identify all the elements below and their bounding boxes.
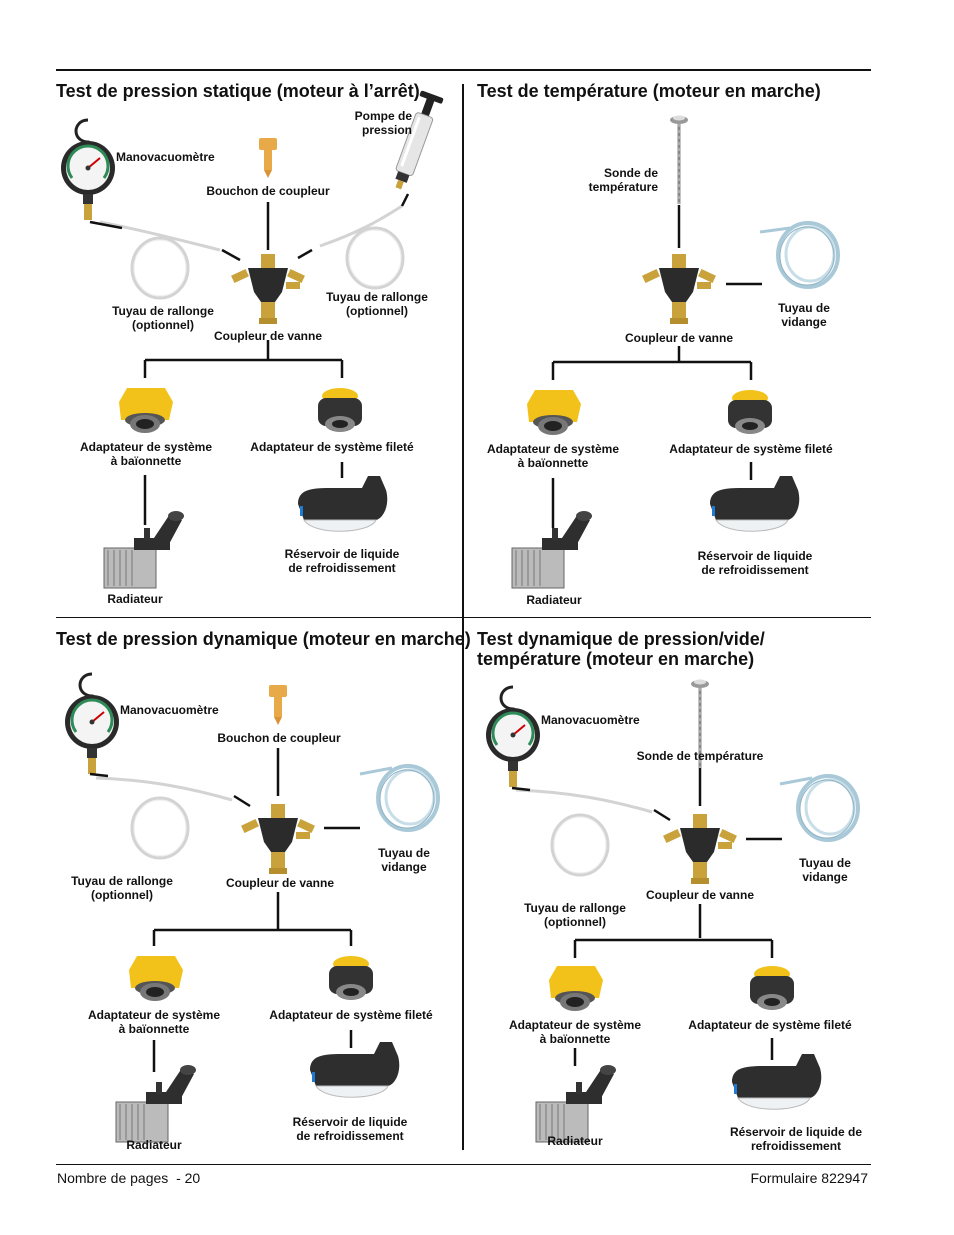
p2-reservoir-label: Réservoir de liquide de refroidissement (685, 549, 825, 577)
middle-rule (56, 617, 871, 618)
p3-bayonet-line2: à baïonnette (118, 1022, 190, 1036)
panel-4-title-line2: température (moteur en marche) (477, 649, 755, 669)
p4-coupler-label: Coupleur de vanne (645, 888, 755, 902)
p1-reservoir-line1: Réservoir de liquide (284, 547, 400, 561)
panel-1-title: Test de pression statique (moteur à l’ar… (56, 81, 420, 101)
p1-gauge-label: Manovacuomètre (116, 150, 215, 164)
p1-coupler-label: Coupleur de vanne (213, 329, 323, 343)
p4-drain-line1: Tuyau de (799, 856, 851, 870)
p3-reservoir-label: Réservoir de liquide de refroidissement (280, 1115, 420, 1143)
p3-drain-line2: vidange (381, 860, 427, 874)
p1-hose-left-label: Tuyau de rallonge (optionnel) (103, 304, 223, 332)
p1-bayonet-label: Adaptateur de système à baïonnette (71, 440, 221, 468)
p1-pump-label-line1: Pompe de (354, 109, 412, 123)
p3-hose-label: Tuyau de rallonge (optionnel) (62, 874, 182, 902)
p1-hose-right-line2: (optionnel) (346, 304, 408, 318)
p2-bayonet-line2: à baïonnette (517, 456, 589, 470)
p4-radiator-label: Radiateur (547, 1134, 603, 1148)
footer-form-number: Formulaire 822947 (750, 1170, 868, 1186)
p4-drain-line2: vidange (802, 870, 848, 884)
p3-plug-label: Bouchon de coupleur (217, 731, 341, 745)
panel-4-title-line1: Test dynamique de pression/vide/ (477, 629, 765, 649)
p1-hose-right-label: Tuyau de rallonge (optionnel) (317, 290, 437, 318)
p1-pump-label-line2: pression (361, 123, 412, 137)
p4-hose-label: Tuyau de rallonge (optionnel) (515, 901, 635, 929)
p4-reservoir-label: Réservoir de liquide de refroidissement (721, 1125, 871, 1153)
p1-hose-left-line2: (optionnel) (132, 318, 194, 332)
p3-bayonet-label: Adaptateur de système à baïonnette (79, 1008, 229, 1036)
p4-hose-line1: Tuyau de rallonge (524, 901, 626, 915)
p4-reservoir-line2: refroidissement (750, 1139, 842, 1153)
p3-drain-line1: Tuyau de (378, 846, 430, 860)
p1-radiator-label: Radiateur (107, 592, 163, 606)
p2-threaded-label: Adaptateur de système fileté (669, 442, 833, 456)
p1-pump-label: Pompe de pression (346, 109, 412, 137)
p3-drain-label: Tuyau de vidange (368, 846, 440, 874)
p2-coupler-label: Coupleur de vanne (624, 331, 734, 345)
p4-bayonet-line1: Adaptateur de système (508, 1018, 642, 1032)
p3-radiator-label: Radiateur (126, 1138, 182, 1152)
p1-bayonet-line2: à baïonnette (110, 454, 182, 468)
p4-bayonet-label: Adaptateur de système à baïonnette (500, 1018, 650, 1046)
p1-plug-label: Bouchon de coupleur (206, 184, 330, 198)
panel-4-title: Test dynamique de pression/vide/ tempéra… (477, 629, 765, 669)
p3-bayonet-line1: Adaptateur de système (87, 1008, 221, 1022)
p3-gauge-label: Manovacuomètre (120, 703, 219, 717)
p2-drain-line2: vidange (781, 315, 827, 329)
p2-reservoir-line1: Réservoir de liquide (697, 549, 813, 563)
p1-bayonet-line1: Adaptateur de système (79, 440, 213, 454)
p2-probe-line2: température (588, 180, 658, 194)
footer-page-count: Nombre de pages - 20 (57, 1170, 201, 1186)
p2-probe-label: Sonde de température (578, 166, 658, 194)
p1-hose-right-line1: Tuyau de rallonge (326, 290, 428, 304)
p4-hose-line2: (optionnel) (544, 915, 606, 929)
p1-reservoir-line2: de refroidissement (288, 561, 396, 575)
p3-hose-line2: (optionnel) (91, 888, 153, 902)
p4-probe-label: Sonde de température (636, 749, 764, 763)
panel-3-title: Test de pression dynamique (moteur en ma… (56, 629, 471, 649)
p4-drain-label: Tuyau de vidange (789, 856, 861, 884)
p3-threaded-label: Adaptateur de système fileté (269, 1008, 433, 1022)
p1-reservoir-label: Réservoir de liquide de refroidissement (272, 547, 412, 575)
p3-reservoir-line1: Réservoir de liquide (292, 1115, 408, 1129)
p2-bayonet-line1: Adaptateur de système (486, 442, 620, 456)
p4-gauge-label: Manovacuomètre (541, 713, 640, 727)
p3-hose-line1: Tuyau de rallonge (71, 874, 173, 888)
bottom-rule (56, 1164, 871, 1165)
p2-bayonet-label: Adaptateur de système à baïonnette (478, 442, 628, 470)
top-rule (56, 69, 871, 71)
p3-coupler-label: Coupleur de vanne (225, 876, 335, 890)
p4-bayonet-line2: à baïonnette (539, 1032, 611, 1046)
p2-reservoir-line2: de refroidissement (701, 563, 809, 577)
p2-radiator-label: Radiateur (526, 593, 582, 607)
p2-drain-label: Tuyau de vidange (768, 301, 840, 329)
p2-probe-line1: Sonde de (603, 166, 658, 180)
p4-reservoir-line1: Réservoir de liquide de (729, 1125, 863, 1139)
p3-reservoir-line2: de refroidissement (296, 1129, 404, 1143)
p1-hose-left-line1: Tuyau de rallonge (112, 304, 214, 318)
panel-2-title: Test de température (moteur en marche) (477, 81, 821, 101)
p4-threaded-label: Adaptateur de système fileté (688, 1018, 852, 1032)
p2-drain-line1: Tuyau de (778, 301, 830, 315)
p1-threaded-label: Adaptateur de système fileté (250, 440, 414, 454)
